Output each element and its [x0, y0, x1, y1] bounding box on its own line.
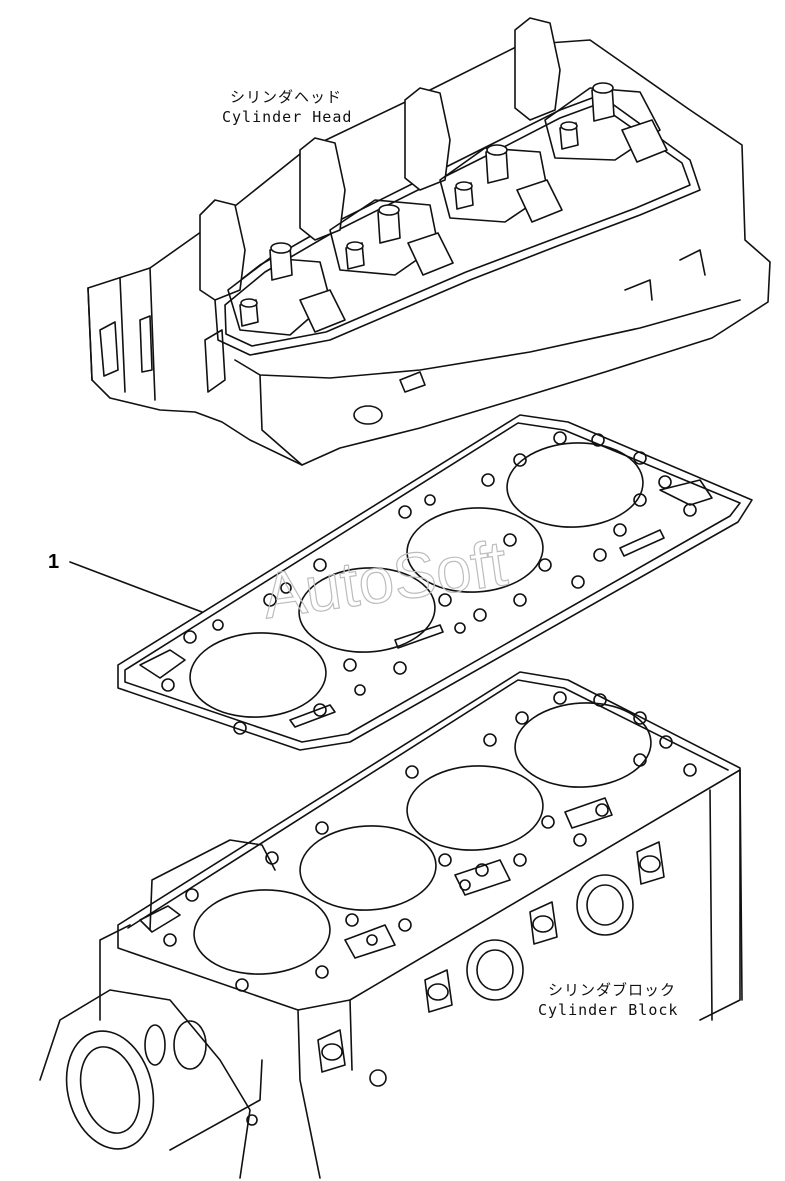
gasket-holes [139, 431, 713, 735]
cylinder-block [39, 671, 743, 1179]
rocker-bosses [199, 17, 561, 301]
block-bores [193, 702, 652, 975]
block-side-bosses [317, 841, 665, 1087]
cylinder-block-label-jp: シリンダブロック [548, 981, 676, 999]
part-labels: シリンダヘッド Cylinder Head シリンダブロック Cylinder … [222, 88, 678, 1019]
cylinder-head [87, 17, 771, 466]
head-gasket: 1 [48, 414, 753, 751]
block-holes [139, 691, 697, 992]
cylinder-head-label-en: Cylinder Head [222, 108, 352, 126]
cylinder-head-label-jp: シリンダヘッド [230, 88, 342, 106]
callout-number-1: 1 [48, 551, 59, 573]
valve-pockets [227, 82, 668, 336]
cylinder-bores [189, 442, 644, 718]
callout-leader-1 [69, 561, 203, 613]
cylinder-block-label-en: Cylinder Block [538, 1001, 678, 1019]
